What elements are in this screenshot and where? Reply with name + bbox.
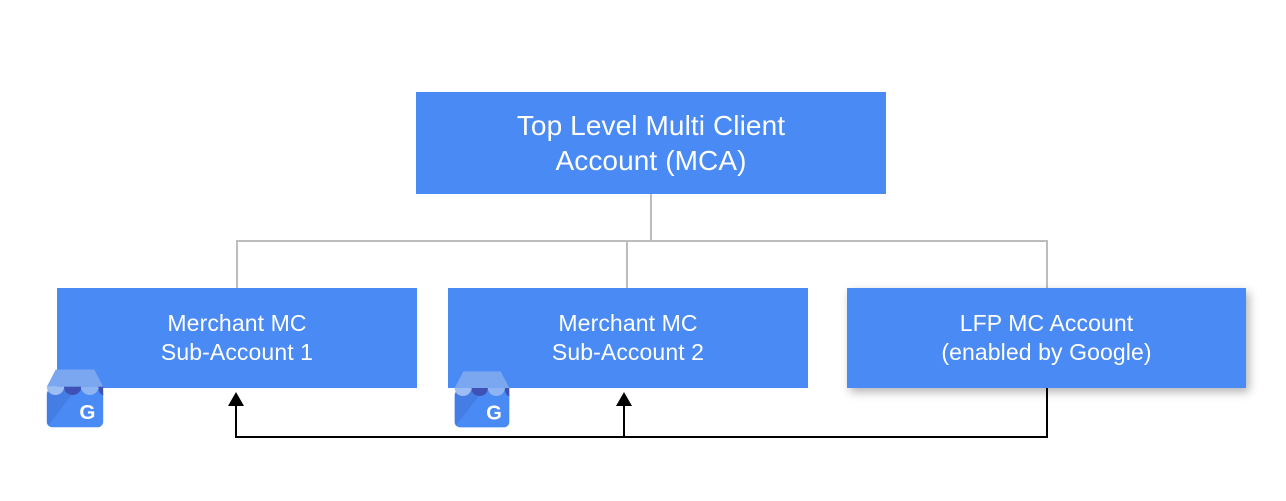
node-lfp-mc-account[interactable]: LFP MC Account (enabled by Google) bbox=[847, 288, 1246, 388]
google-business-profile-icon: G bbox=[448, 366, 516, 430]
connector-branch-left bbox=[236, 240, 238, 288]
google-business-profile-icon: G bbox=[40, 364, 110, 430]
arrow-up-icon bbox=[616, 392, 632, 406]
node-top-level-mca-label: Top Level Multi Client Account (MCA) bbox=[516, 109, 786, 176]
node-merchant-sub-account-2-label: Merchant MC Sub-Account 2 bbox=[551, 310, 705, 365]
node-top-level-mca[interactable]: Top Level Multi Client Account (MCA) bbox=[416, 92, 886, 194]
connector-horizontal-bus bbox=[236, 240, 1048, 242]
flow-horizontal-line bbox=[236, 436, 1048, 438]
node-merchant-sub-account-1[interactable]: Merchant MC Sub-Account 1 bbox=[57, 288, 417, 388]
node-lfp-mc-account-label: LFP MC Account (enabled by Google) bbox=[941, 310, 1152, 365]
connector-branch-right bbox=[1046, 240, 1048, 288]
flow-stem-to-sub-account-1 bbox=[235, 404, 237, 438]
flow-source-stem-lfp bbox=[1046, 388, 1048, 438]
node-merchant-sub-account-2[interactable]: Merchant MC Sub-Account 2 bbox=[448, 288, 808, 388]
gbp-icon-letter: G bbox=[486, 402, 502, 424]
node-merchant-sub-account-1-label: Merchant MC Sub-Account 1 bbox=[160, 310, 314, 365]
flow-stem-to-sub-account-2 bbox=[623, 404, 625, 438]
connector-top-stem bbox=[650, 194, 652, 242]
gbp-icon-letter: G bbox=[79, 401, 95, 424]
connector-branch-middle bbox=[626, 240, 628, 288]
arrow-up-icon bbox=[228, 392, 244, 406]
